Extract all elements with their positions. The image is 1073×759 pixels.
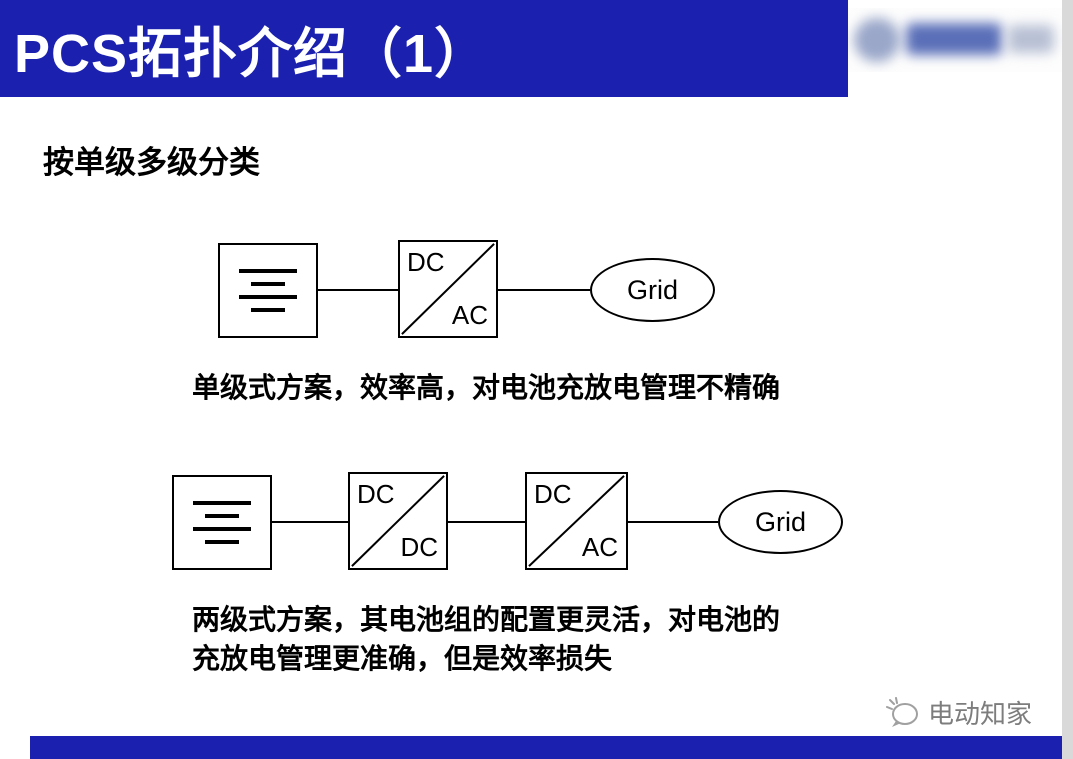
chat-bubble-icon <box>886 696 918 727</box>
grid-node: Grid <box>590 258 715 322</box>
page-title: PCS拓扑介绍（1） <box>14 24 490 84</box>
connector-line <box>628 521 718 523</box>
two-stage-caption-line1: 两级式方案，其电池组的配置更灵活，对电池的 <box>192 604 781 635</box>
battery-plate <box>205 540 239 544</box>
dc-dc-converter-box: DC DC <box>348 472 448 570</box>
dc-ac-converter-box: DC AC <box>398 240 498 338</box>
connector-line <box>272 521 348 523</box>
slide-header-bar: PCS拓扑介绍（1） <box>0 0 848 97</box>
battery-icon <box>218 243 318 338</box>
two-stage-caption-line2: 充放电管理更准确，但是效率损失 <box>192 643 613 674</box>
single-stage-caption: 单级式方案，效率高，对电池充放电管理不精确 <box>192 372 781 403</box>
battery-plate <box>239 269 297 273</box>
converter-bottom-label: DC <box>400 532 438 562</box>
battery-plate <box>239 295 297 299</box>
grid-node: Grid <box>718 490 843 554</box>
section-heading: 按单级多级分类 <box>43 145 260 180</box>
logo-blur-shape <box>854 18 900 62</box>
battery-plate <box>205 514 239 518</box>
battery-plate <box>251 308 285 312</box>
battery-icon <box>172 475 272 570</box>
grid-label: Grid <box>626 274 678 305</box>
converter-diagonal-line <box>400 242 496 336</box>
converter-top-label: DC <box>357 479 395 509</box>
connector-line <box>498 289 590 291</box>
connector-line <box>448 521 525 523</box>
watermark: 电动知家 <box>884 694 1032 731</box>
two-stage-caption: 两级式方案，其电池组的配置更灵活，对电池的 充放电管理更准确，但是效率损失 <box>192 600 780 678</box>
converter-diagonal-line <box>527 474 626 568</box>
right-edge-strip <box>1062 0 1073 759</box>
grid-label: Grid <box>754 506 806 537</box>
logo-blur-shape <box>906 23 1002 55</box>
battery-plate <box>193 527 251 531</box>
converter-bottom-label: AC <box>581 532 618 562</box>
connector-line <box>318 289 398 291</box>
battery-plate <box>193 501 251 505</box>
logo-blur-shape <box>1008 25 1054 53</box>
converter-top-label: DC <box>534 479 572 509</box>
converter-diagonal-line <box>350 474 446 568</box>
converter-bottom-label: AC <box>451 300 488 330</box>
converter-top-label: DC <box>407 247 445 277</box>
dc-ac-converter-box: DC AC <box>525 472 628 570</box>
partner-logo-blurred <box>848 8 1062 72</box>
battery-plate <box>251 282 285 286</box>
bottom-bar <box>30 736 1062 759</box>
watermark-label: 电动知家 <box>928 699 1033 729</box>
